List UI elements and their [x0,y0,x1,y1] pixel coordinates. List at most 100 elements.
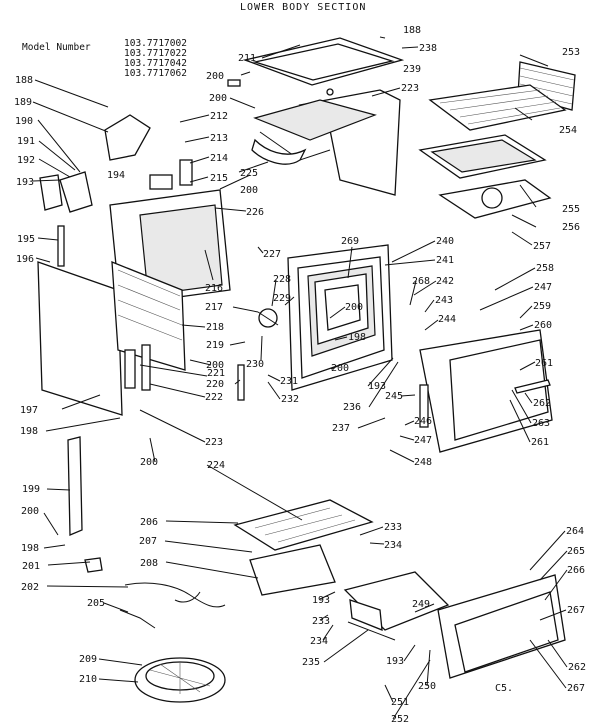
callout-198: 198 [348,332,366,343]
callout-216: 216 [205,283,223,294]
callout-200: 200 [331,363,349,374]
callout-193: 193 [368,381,386,392]
callout-232: 232 [281,394,299,405]
callout-189: 189 [14,97,32,108]
callout-255: 255 [562,204,580,215]
callout-229: 229 [273,293,291,304]
callout-202: 202 [21,582,39,593]
callout-233: 233 [312,616,330,627]
callout-238: 238 [419,43,437,54]
callout-268: 268 [412,276,430,287]
callout-213: 213 [210,133,228,144]
callout-220: 220 [206,379,224,390]
callout-257: 257 [533,241,551,252]
callout-243: 243 [435,295,453,306]
callout-209: 209 [79,654,97,665]
callout-212: 212 [210,111,228,122]
callout-195: 195 [17,234,35,245]
callout-196: 196 [16,254,34,265]
model-number-4: 103.7717062 [124,68,187,79]
diagram-title: LOWER BODY SECTION [240,2,366,13]
callout-194: 194 [107,170,125,181]
callout-231: 231 [280,376,298,387]
callout-241: 241 [436,255,454,266]
callout-251: 251 [391,697,409,708]
callout-200: 200 [21,506,39,517]
callout-192: 192 [17,155,35,166]
callout-267: 267 [567,605,585,616]
callout-219: 219 [206,340,224,351]
callout-200: 200 [209,93,227,104]
callout-206: 206 [140,517,158,528]
callout-199: 199 [22,484,40,495]
callout-233: 233 [384,522,402,533]
callout-197: 197 [20,405,38,416]
callout-227: 227 [263,249,281,260]
callout-211: 211 [238,53,256,64]
callout-222: 222 [205,392,223,403]
callout-245: 245 [385,391,403,402]
model-number-label: Model Number [22,42,91,53]
callout-261: 261 [531,437,549,448]
callout-200: 200 [240,185,258,196]
callout-210: 210 [79,674,97,685]
callout-250: 250 [418,681,436,692]
callout-207: 207 [139,536,157,547]
callout-labels: 188 238 211 200 239 253 188 189 200 223 … [14,25,586,723]
callout-191: 191 [17,136,35,147]
callout-190: 190 [15,116,33,127]
callout-193: 193 [386,656,404,667]
callout-234: 234 [384,540,402,551]
callout-258: 258 [536,263,554,274]
callout-265: 265 [567,546,585,557]
callout-221: 221 [207,368,225,379]
callout-201: 201 [22,561,40,572]
callout-246: 246 [414,416,432,427]
callout-193: 193 [16,177,34,188]
callout-217: 217 [205,302,223,313]
callout-235: 235 [302,657,320,668]
callout-236: 236 [343,402,361,413]
callout-214: 214 [210,153,228,164]
callout-198: 198 [20,426,38,437]
callout-188: 188 [403,25,421,36]
callout-230: 230 [246,359,264,370]
callout-193: 193 [312,595,330,606]
callout-256: 256 [562,222,580,233]
callout-262: 262 [568,662,586,673]
callout-263: 263 [532,418,550,429]
callout-259: 259 [533,301,551,312]
callout-205: 205 [87,598,105,609]
callout-223: 223 [205,437,223,448]
callout-247: 247 [414,435,432,446]
callout-200: 200 [140,457,158,468]
footer-mark: C5. [495,683,513,694]
callout-247: 247 [534,282,552,293]
callout-234: 234 [310,636,328,647]
callout-264: 264 [566,526,584,537]
callout-215: 215 [210,173,228,184]
callout-223: 223 [401,83,419,94]
callout-237: 237 [332,423,350,434]
callout-239: 239 [403,64,421,75]
callout-188: 188 [15,75,33,86]
callout-242: 242 [436,276,454,287]
callout-261: 261 [535,358,553,369]
model-number-1: 103.7717002 [124,38,187,49]
parts-artwork [37,37,576,703]
callout-240: 240 [436,236,454,247]
callout-253: 253 [562,47,580,58]
leader-lines [32,36,568,720]
model-number-2: 103.7717022 [124,48,187,59]
callout-267: 267 [567,683,585,694]
callout-226: 226 [246,207,264,218]
callout-208: 208 [140,558,158,569]
callout-225: 225 [240,168,258,179]
callout-228: 228 [273,274,291,285]
callout-249: 249 [412,599,430,610]
callout-252: 252 [391,714,409,723]
callout-200: 200 [206,360,224,371]
model-number-3: 103.7717042 [124,58,187,69]
callout-200: 200 [345,302,363,313]
